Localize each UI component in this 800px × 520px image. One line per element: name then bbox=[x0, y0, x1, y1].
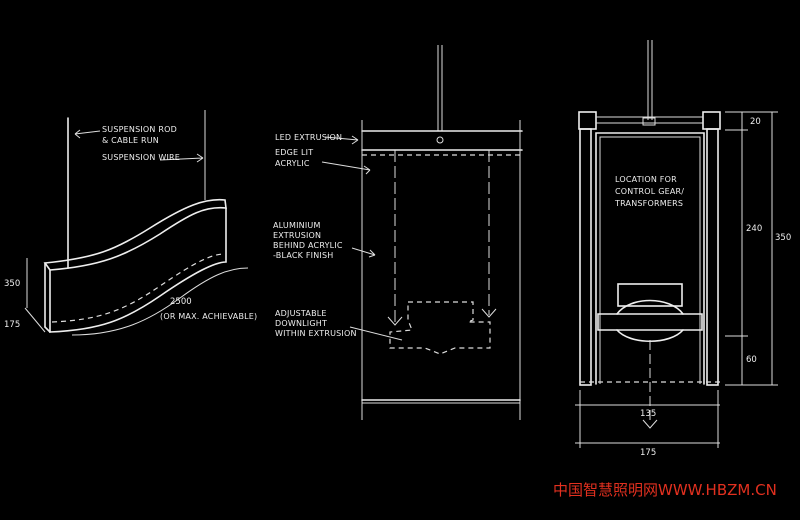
label-downlight: DOWNLIGHT bbox=[275, 319, 327, 328]
left-post bbox=[579, 128, 592, 386]
label-within-extrusion: WITHIN EXTRUSION bbox=[275, 329, 357, 338]
cross-section: LOCATION FOR CONTROL GEAR/ TRANSFORMERS … bbox=[575, 40, 791, 458]
label-transformers: TRANSFORMERS bbox=[614, 199, 683, 208]
label-suspension-wire: SUSPENSION WIRE bbox=[102, 153, 180, 162]
dim-middle: 240 bbox=[746, 224, 762, 234]
dim-depth: 175 bbox=[4, 320, 20, 330]
dim-bottom: 60 bbox=[746, 355, 757, 365]
dim-overall-width: 175 bbox=[640, 448, 656, 458]
dim-length: 2500 bbox=[170, 297, 192, 307]
dim-height: 350 bbox=[4, 279, 20, 289]
label-extrusion: EXTRUSION bbox=[273, 231, 321, 240]
downlight-tray bbox=[597, 313, 703, 331]
dim-inner-width: 135 bbox=[640, 409, 656, 419]
label-control-gear: CONTROL GEAR/ bbox=[615, 187, 684, 196]
right-post bbox=[706, 128, 719, 386]
dim-overall-height: 350 bbox=[775, 233, 791, 243]
label-acrylic: ACRYLIC bbox=[275, 159, 310, 168]
label-location-for: LOCATION FOR bbox=[615, 175, 677, 184]
front-elevation: LED EXTRUSION EDGE LIT ACRYLIC ALUMINIUM… bbox=[273, 45, 523, 420]
housing-frame bbox=[595, 132, 705, 385]
label-suspension-rod: SUSPENSION ROD bbox=[102, 125, 177, 134]
dim-length-note: (OR MAX. ACHIEVABLE) bbox=[160, 312, 257, 321]
beam-side bbox=[49, 207, 227, 333]
label-edge-lit: EDGE LIT bbox=[275, 148, 313, 157]
dim-top: 20 bbox=[750, 117, 761, 127]
label-aluminium: ALUMINIUM bbox=[273, 221, 321, 230]
perspective-view: SUSPENSION ROD & CABLE RUN SUSPENSION WI… bbox=[4, 110, 257, 336]
length-dimension-line bbox=[71, 267, 249, 336]
label-black-finish: -BLACK FINISH bbox=[273, 251, 333, 260]
watermark: 中国智慧照明网WWW.HBZM.CN bbox=[553, 481, 777, 499]
label-cable-run: & CABLE RUN bbox=[102, 136, 159, 145]
beam-top bbox=[43, 198, 227, 271]
downlight-housing bbox=[617, 283, 683, 307]
label-led-extrusion: LED EXTRUSION bbox=[275, 133, 342, 142]
adjustable-downlight bbox=[389, 301, 491, 355]
label-behind-acrylic: BEHIND ACRYLIC bbox=[273, 241, 343, 250]
label-adjustable: ADJUSTABLE bbox=[275, 309, 327, 318]
